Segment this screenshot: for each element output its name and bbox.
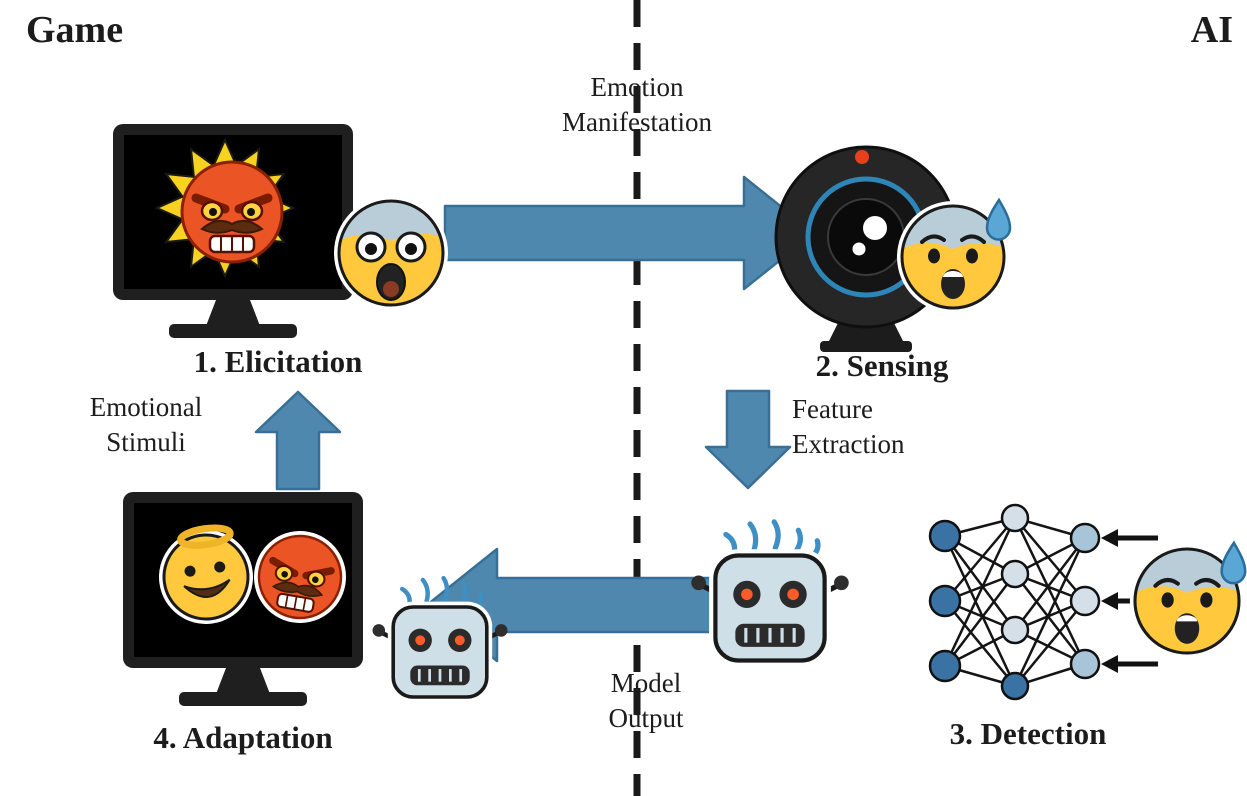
stage-label-detection: 3. Detection [949, 716, 1107, 751]
transition-label-model-output: Model Output [608, 666, 683, 736]
arrow-feature-extraction [704, 389, 792, 490]
arrow-emotion-manifestation [443, 175, 816, 291]
neural-network-edges [943, 516, 1087, 688]
detection-cluster [691, 503, 1245, 701]
transition-label-feature-extraction: Feature Extraction [792, 392, 904, 462]
flow-arrows [254, 175, 816, 663]
transition-line: Model [610, 668, 682, 698]
screaming-face-icon [334, 196, 448, 310]
transition-line: Extraction [792, 429, 905, 459]
arrow-emotional-stimuli [254, 390, 342, 491]
angry-face-icon [247, 524, 354, 631]
angry-face-icon [182, 162, 282, 262]
transition-line: Emotion [590, 72, 684, 102]
transition-line: Output [608, 703, 684, 733]
adaptation-cluster [123, 492, 508, 706]
sensing-cluster [776, 147, 1010, 352]
game-domain-label: Game [26, 9, 124, 51]
transition-line: Stimuli [106, 427, 186, 457]
stage-label-adaptation: 4. Adaptation [153, 720, 333, 755]
ai-domain-label: AI [1190, 9, 1233, 51]
transition-line: Emotional [89, 392, 203, 422]
neural-network-nodes [928, 503, 1101, 701]
transition-line: Feature [792, 394, 873, 424]
transition-label-emotional-stimuli: Emotional Stimuli [90, 390, 202, 460]
elicitation-cluster [113, 124, 448, 338]
stage-label-elicitation: 1. Elicitation [193, 344, 363, 379]
stage-label-sensing: 2. Sensing [815, 348, 949, 383]
transition-line: Manifestation [562, 107, 712, 137]
anxious-sweat-face-icon [897, 200, 1010, 313]
anxious-sweat-face-icon [1130, 543, 1245, 658]
robot-face-icon [691, 522, 849, 667]
transition-label-emotion-manifestation: Emotion Manifestation [562, 70, 712, 140]
